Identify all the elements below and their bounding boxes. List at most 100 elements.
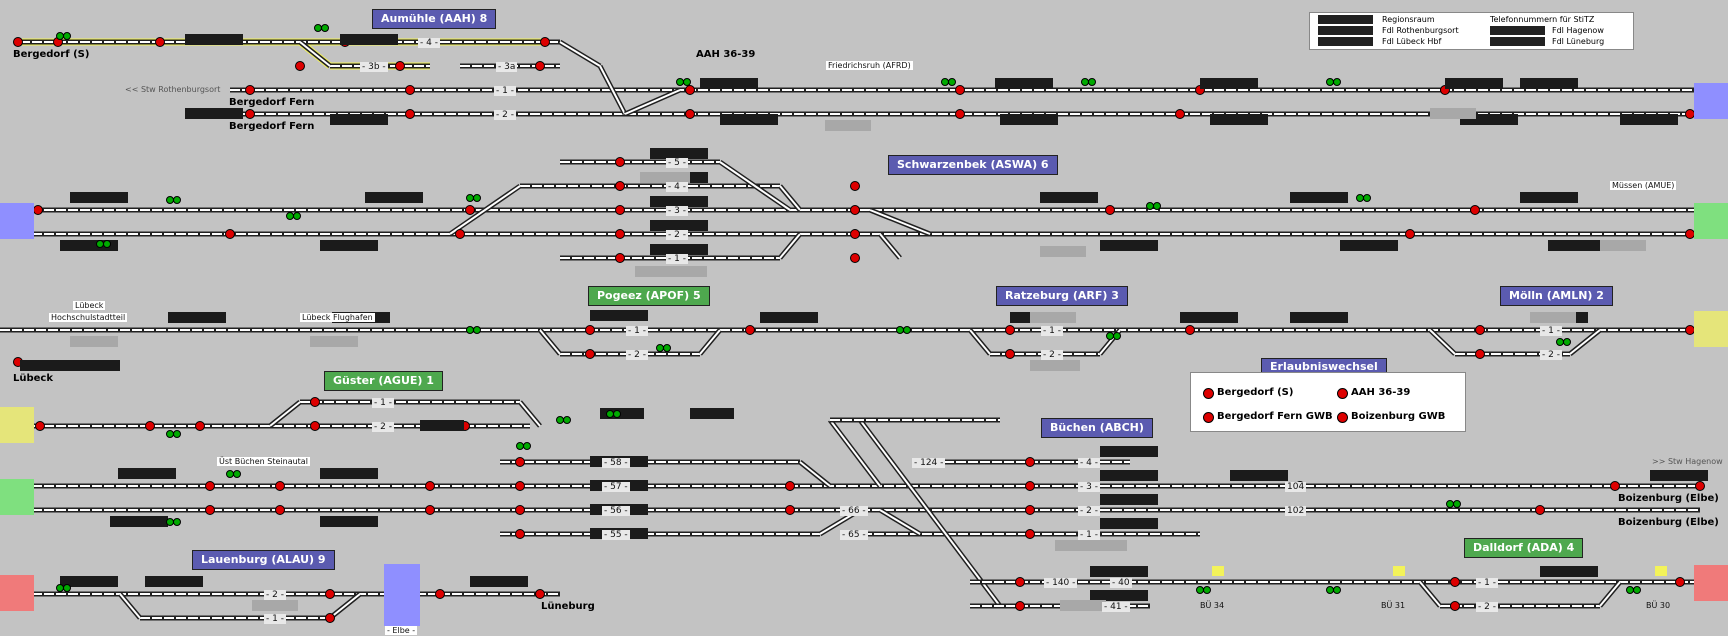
track-number-arf-2[interactable]: - 2 - [1041, 350, 1063, 360]
track-number-abch-40[interactable]: - 40 [1110, 578, 1132, 588]
signal-green-icon[interactable] [656, 344, 664, 352]
signal-icon[interactable] [615, 205, 625, 215]
ew-item-bergedorf-s[interactable]: Bergedorf (S) [1203, 387, 1293, 399]
edge-connector-west-6[interactable] [0, 575, 34, 611]
signal-icon[interactable] [310, 421, 320, 431]
track-number-alau-2[interactable]: - 2 - [264, 590, 286, 600]
track-number-arf-1[interactable]: - 1 - [1041, 326, 1063, 336]
edge-connector-west-4[interactable] [0, 407, 34, 443]
track-number-aswa-4[interactable]: - 4 - [666, 182, 688, 192]
level-crossing-icon[interactable] [1393, 566, 1405, 576]
station-lauenburg[interactable]: Lauenburg (ALAU) 9 [192, 550, 335, 570]
track-number-amln-2[interactable]: - 2 - [1540, 350, 1562, 360]
signal-icon[interactable] [1005, 325, 1015, 335]
signal-green-icon[interactable] [941, 78, 949, 86]
signal-green-icon[interactable] [556, 416, 564, 424]
signal-green-icon[interactable] [286, 212, 294, 220]
station-dalldorf[interactable]: Dalldorf (ADA) 4 [1464, 538, 1584, 558]
station-aumuehle[interactable]: Aumühle (AAH) 8 [372, 9, 497, 29]
signal-icon[interactable] [13, 37, 23, 47]
signal-green-icon[interactable] [1326, 586, 1334, 594]
signal-icon[interactable] [785, 481, 795, 491]
track-number-aah-1[interactable]: - 1 - [494, 86, 516, 96]
signal-icon[interactable] [1610, 481, 1620, 491]
station-schwarzenbek[interactable]: Schwarzenbek (ASWA) 6 [888, 155, 1058, 175]
signal-green-icon[interactable] [1633, 586, 1641, 594]
signal-green-icon[interactable] [466, 194, 474, 202]
signal-icon[interactable] [395, 61, 405, 71]
signal-green-icon[interactable] [63, 32, 71, 40]
track-number-aah-3b[interactable]: - 3b - [360, 62, 388, 72]
signal-icon[interactable] [325, 613, 335, 623]
signal-icon[interactable] [850, 253, 860, 263]
signal-icon[interactable] [850, 205, 860, 215]
track-number-aswa-2[interactable]: - 2 - [666, 230, 688, 240]
signal-icon[interactable] [1105, 205, 1115, 215]
signal-icon[interactable] [1005, 349, 1015, 359]
signal-green-icon[interactable] [896, 326, 904, 334]
signal-icon[interactable] [1015, 577, 1025, 587]
signal-icon[interactable] [685, 85, 695, 95]
signal-icon[interactable] [245, 109, 255, 119]
signal-icon[interactable] [535, 61, 545, 71]
signal-green-icon[interactable] [1088, 78, 1096, 86]
signal-green-icon[interactable] [563, 416, 571, 424]
signal-green-icon[interactable] [663, 344, 671, 352]
signal-icon[interactable] [205, 505, 215, 515]
signal-icon[interactable] [1475, 325, 1485, 335]
signal-green-icon[interactable] [1363, 194, 1371, 202]
signal-icon[interactable] [225, 229, 235, 239]
edge-connector-east-3[interactable] [1694, 311, 1728, 347]
signal-icon[interactable] [155, 37, 165, 47]
signal-green-icon[interactable] [1326, 78, 1334, 86]
signal-green-icon[interactable] [473, 194, 481, 202]
station-moelln[interactable]: Mölln (AMLN) 2 [1500, 286, 1613, 306]
track-number-abch-2[interactable]: - 2 - [1078, 506, 1100, 516]
signal-green-icon[interactable] [1153, 202, 1161, 210]
signal-icon[interactable] [425, 481, 435, 491]
signal-green-icon[interactable] [1356, 194, 1364, 202]
signal-icon[interactable] [295, 61, 305, 71]
signal-icon[interactable] [1695, 481, 1705, 491]
signal-green-icon[interactable] [1203, 586, 1211, 594]
signal-icon[interactable] [275, 481, 285, 491]
track-number-aswa-5[interactable]: - 5 - [666, 158, 688, 168]
track-number-abch-104[interactable]: 104 [1285, 482, 1307, 492]
signal-icon[interactable] [1450, 577, 1460, 587]
signal-green-icon[interactable] [103, 240, 111, 248]
signal-icon[interactable] [745, 325, 755, 335]
signal-icon[interactable] [685, 109, 695, 119]
signal-icon[interactable] [850, 181, 860, 191]
signal-icon[interactable] [310, 397, 320, 407]
signal-green-icon[interactable] [1196, 586, 1204, 594]
signal-icon[interactable] [205, 481, 215, 491]
signal-green-icon[interactable] [516, 442, 524, 450]
signal-green-icon[interactable] [293, 212, 301, 220]
station-guester[interactable]: Güster (AGUE) 1 [324, 371, 443, 391]
station-ratzeburg[interactable]: Ratzeburg (ARF) 3 [996, 286, 1128, 306]
signal-icon[interactable] [245, 85, 255, 95]
signal-icon[interactable] [275, 505, 285, 515]
track-number-ague-2[interactable]: - 2 - [372, 422, 394, 432]
signal-green-icon[interactable] [56, 32, 64, 40]
signal-green-icon[interactable] [173, 196, 181, 204]
signal-icon[interactable] [1675, 577, 1685, 587]
signal-icon[interactable] [1025, 529, 1035, 539]
signal-icon[interactable] [325, 589, 335, 599]
signal-green-icon[interactable] [903, 326, 911, 334]
signal-green-icon[interactable] [676, 78, 684, 86]
signal-green-icon[interactable] [1446, 500, 1454, 508]
track-number-apof-2[interactable]: - 2 - [626, 350, 648, 360]
signal-icon[interactable] [455, 229, 465, 239]
track-number-apof-1[interactable]: - 1 - [626, 326, 648, 336]
track-number-ague-1[interactable]: - 1 - [372, 398, 394, 408]
signal-icon[interactable] [1175, 109, 1185, 119]
signal-green-icon[interactable] [166, 430, 174, 438]
signal-green-icon[interactable] [166, 518, 174, 526]
signal-icon[interactable] [405, 109, 415, 119]
signal-green-icon[interactable] [56, 584, 64, 592]
signal-icon[interactable] [850, 229, 860, 239]
signal-green-icon[interactable] [63, 584, 71, 592]
track-number-abch-3[interactable]: - 3 - [1078, 482, 1100, 492]
signal-icon[interactable] [515, 529, 525, 539]
